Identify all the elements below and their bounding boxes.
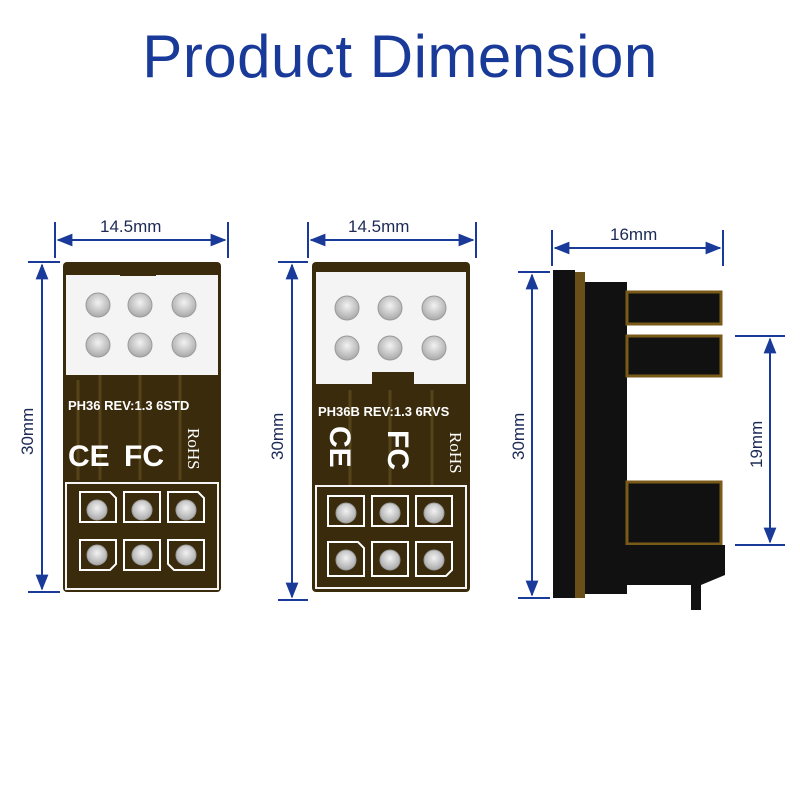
bottom-connector-outline: [315, 485, 467, 589]
height-label: 30mm: [18, 408, 37, 455]
view-side: 16mm 30mm 19mm: [509, 225, 785, 610]
width-label: 14.5mm: [100, 217, 161, 236]
width-label: 14.5mm: [348, 217, 409, 236]
ce-mark: CE: [323, 426, 356, 468]
rohs-mark: RoHS: [446, 432, 465, 474]
rohs-mark: RoHS: [184, 428, 203, 470]
connector-pad-area: [66, 275, 218, 375]
height-label: 30mm: [509, 413, 528, 460]
page-title: Product Dimension: [142, 23, 658, 90]
pcb-edge: [553, 270, 575, 598]
height-label: 30mm: [268, 413, 287, 460]
bottom-connector-outline: [65, 482, 219, 590]
width-label: 16mm: [610, 225, 657, 244]
fc-mark: FC: [381, 430, 414, 470]
connector-pad-area: [316, 272, 466, 384]
upper-connector: [625, 290, 723, 326]
board-marking: PH36B REV:1.3 6RVS: [318, 404, 450, 419]
upper-pin-array: [334, 295, 447, 361]
connector-gap-label: 19mm: [747, 421, 766, 468]
view-front-standard: PH36 REV:1.3 6STD CE FC RoHS: [18, 217, 229, 593]
fc-mark: FC: [124, 440, 164, 473]
board-marking: PH36 REV:1.3 6STD: [68, 398, 189, 413]
ce-mark: CE: [68, 440, 110, 473]
view-front-reverse: PH36B REV:1.3 6RVS CE FC RoHS: [268, 217, 477, 601]
lower-connector: [625, 480, 723, 546]
upper-pin-array: [85, 292, 197, 358]
